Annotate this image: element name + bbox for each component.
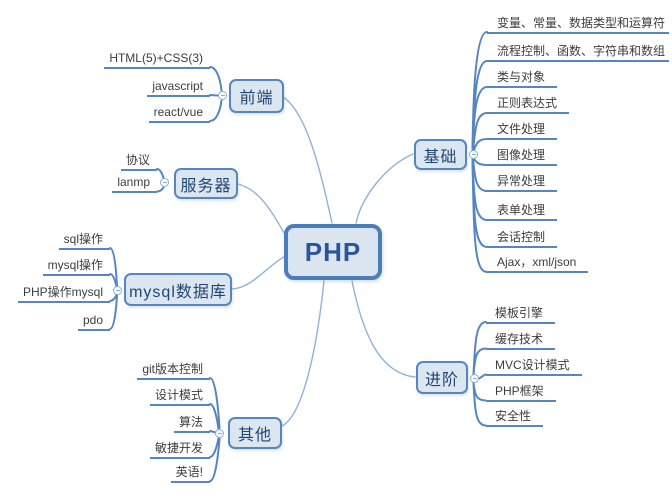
- leaf-advanced-cache[interactable]: 缓存技术: [486, 332, 556, 350]
- root-topic-php[interactable]: PHP: [284, 224, 382, 280]
- leaf-server-protocol[interactable]: 协议: [120, 153, 157, 171]
- leaf-mysql-mysql-ops[interactable]: mysql操作: [42, 258, 110, 276]
- branch-frontend[interactable]: 前端: [229, 79, 284, 113]
- leaf-mysql-pdo[interactable]: pdo: [77, 313, 110, 331]
- collapse-button-frontend[interactable]: [218, 91, 227, 100]
- leaf-frontend-react-vue[interactable]: react/vue: [148, 105, 210, 123]
- branch-server[interactable]: 服务器: [174, 168, 238, 199]
- leaf-frontend-javascript[interactable]: javascript: [147, 79, 210, 97]
- collapse-button-basics[interactable]: [469, 150, 478, 159]
- leaf-other-agile[interactable]: 敏捷开发: [149, 441, 210, 459]
- collapse-button-server[interactable]: [160, 178, 169, 187]
- leaf-basics-ajax-xml-json[interactable]: Ajax，xml/json: [487, 255, 589, 273]
- leaf-basics-form-handling[interactable]: 表单处理: [487, 203, 558, 221]
- collapse-button-other[interactable]: [215, 429, 224, 438]
- leaf-link-curves: [109, 31, 488, 482]
- leaf-basics-exception-handling[interactable]: 异常处理: [487, 174, 558, 192]
- leaf-other-english[interactable]: 英语!: [170, 465, 210, 483]
- branch-mysql-database[interactable]: mysql数据库: [124, 273, 232, 306]
- leaf-other-design-pattern[interactable]: 设计模式: [149, 388, 210, 406]
- leaf-basics-classes-objects[interactable]: 类与对象: [487, 70, 558, 88]
- leaf-frontend-html-css[interactable]: HTML(5)+CSS(3): [104, 51, 210, 69]
- leaf-basics-flow-control[interactable]: 流程控制、函数、字符串和数组: [487, 44, 670, 62]
- branch-basics[interactable]: 基础: [414, 139, 467, 170]
- leaf-other-git[interactable]: git版本控制: [137, 362, 210, 380]
- leaf-mysql-sql-ops[interactable]: sql操作: [58, 232, 110, 250]
- collapse-button-mysql[interactable]: [113, 286, 122, 295]
- branch-advanced[interactable]: 进阶: [416, 361, 468, 394]
- leaf-basics-file-handling[interactable]: 文件处理: [487, 122, 558, 140]
- leaf-basics-variables[interactable]: 变量、常量、数据类型和运算符: [487, 16, 670, 34]
- collapse-button-advanced[interactable]: [470, 374, 479, 383]
- leaf-advanced-php-framework[interactable]: PHP框架: [486, 384, 556, 402]
- leaf-advanced-security[interactable]: 安全性: [486, 409, 544, 427]
- leaf-other-algorithm[interactable]: 算法: [173, 415, 210, 433]
- leaf-advanced-template-engine[interactable]: 模板引擎: [486, 306, 556, 324]
- leaf-mysql-php-mysql[interactable]: PHP操作mysql: [17, 285, 110, 303]
- leaf-basics-regex[interactable]: 正则表达式: [487, 96, 570, 114]
- leaf-basics-image-handling[interactable]: 图像处理: [487, 148, 558, 166]
- leaf-advanced-mvc[interactable]: MVC设计模式: [486, 358, 582, 376]
- leaf-server-lanmp[interactable]: lanmp: [112, 175, 157, 193]
- branch-other[interactable]: 其他: [228, 417, 282, 449]
- root-branch-curves: [231, 96, 416, 427]
- leaf-basics-session-control[interactable]: 会话控制: [487, 230, 558, 248]
